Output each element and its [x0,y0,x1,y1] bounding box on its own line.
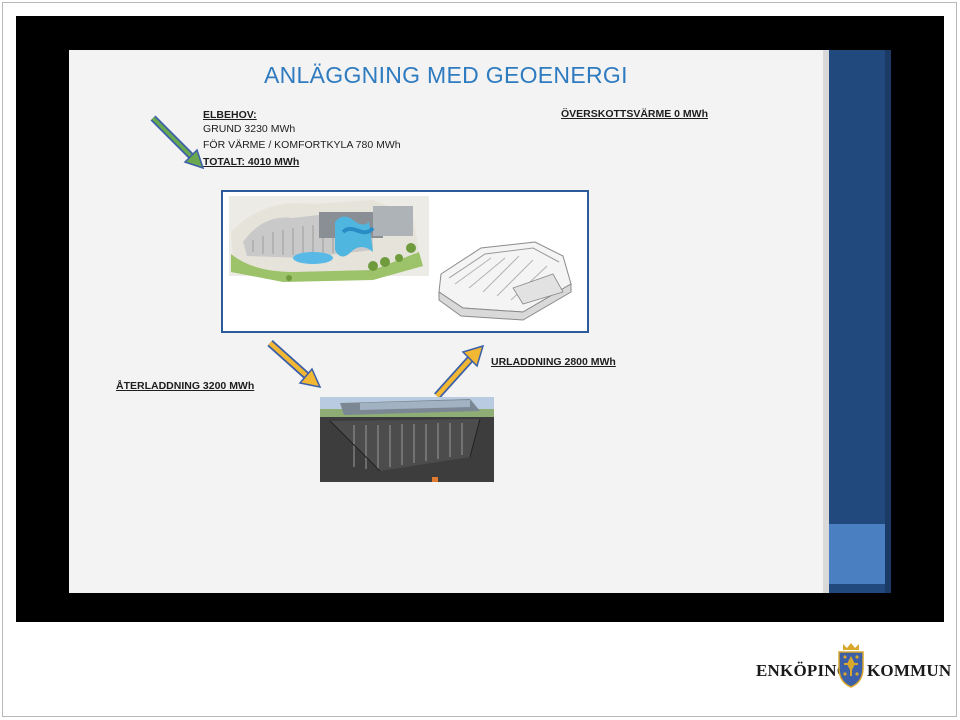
slide-side-panel [823,50,891,593]
logo-left-word: ENKÖPINGS [756,661,860,680]
slide: ANLÄGGNING MED GEOENERGI ELBEHOV: GRUND … [69,50,891,593]
logo-right-word: KOMMUN [867,661,952,680]
overskottsvarme-label: ÖVERSKOTTSVÄRME 0 MWh [561,108,709,120]
side-panel-accent [829,524,885,584]
elbehov-total: TOTALT: 4010 MWh [203,156,300,168]
aterladdning-label: ÅTERLADDNING 3200 MWh [116,380,255,392]
elbehov-arrow-icon [150,115,205,170]
elbehov-grund: GRUND 3230 MWh [203,123,296,135]
slide-title: ANLÄGGNING MED GEOENERGI [264,62,628,88]
aterladdning-arrow-icon [267,340,322,389]
elbehov-varme: FÖR VÄRME / KOMFORTKYLA 780 MWh [203,139,401,151]
urladdning-arrow-icon [434,344,485,399]
elbehov-heading: ELBEHOV: [203,109,257,121]
borehole-illustration [320,397,494,482]
building-illustration [221,190,589,333]
coat-of-arms-icon [838,643,864,688]
urladdning-label: URLADDNING 2800 MWh [491,356,616,368]
